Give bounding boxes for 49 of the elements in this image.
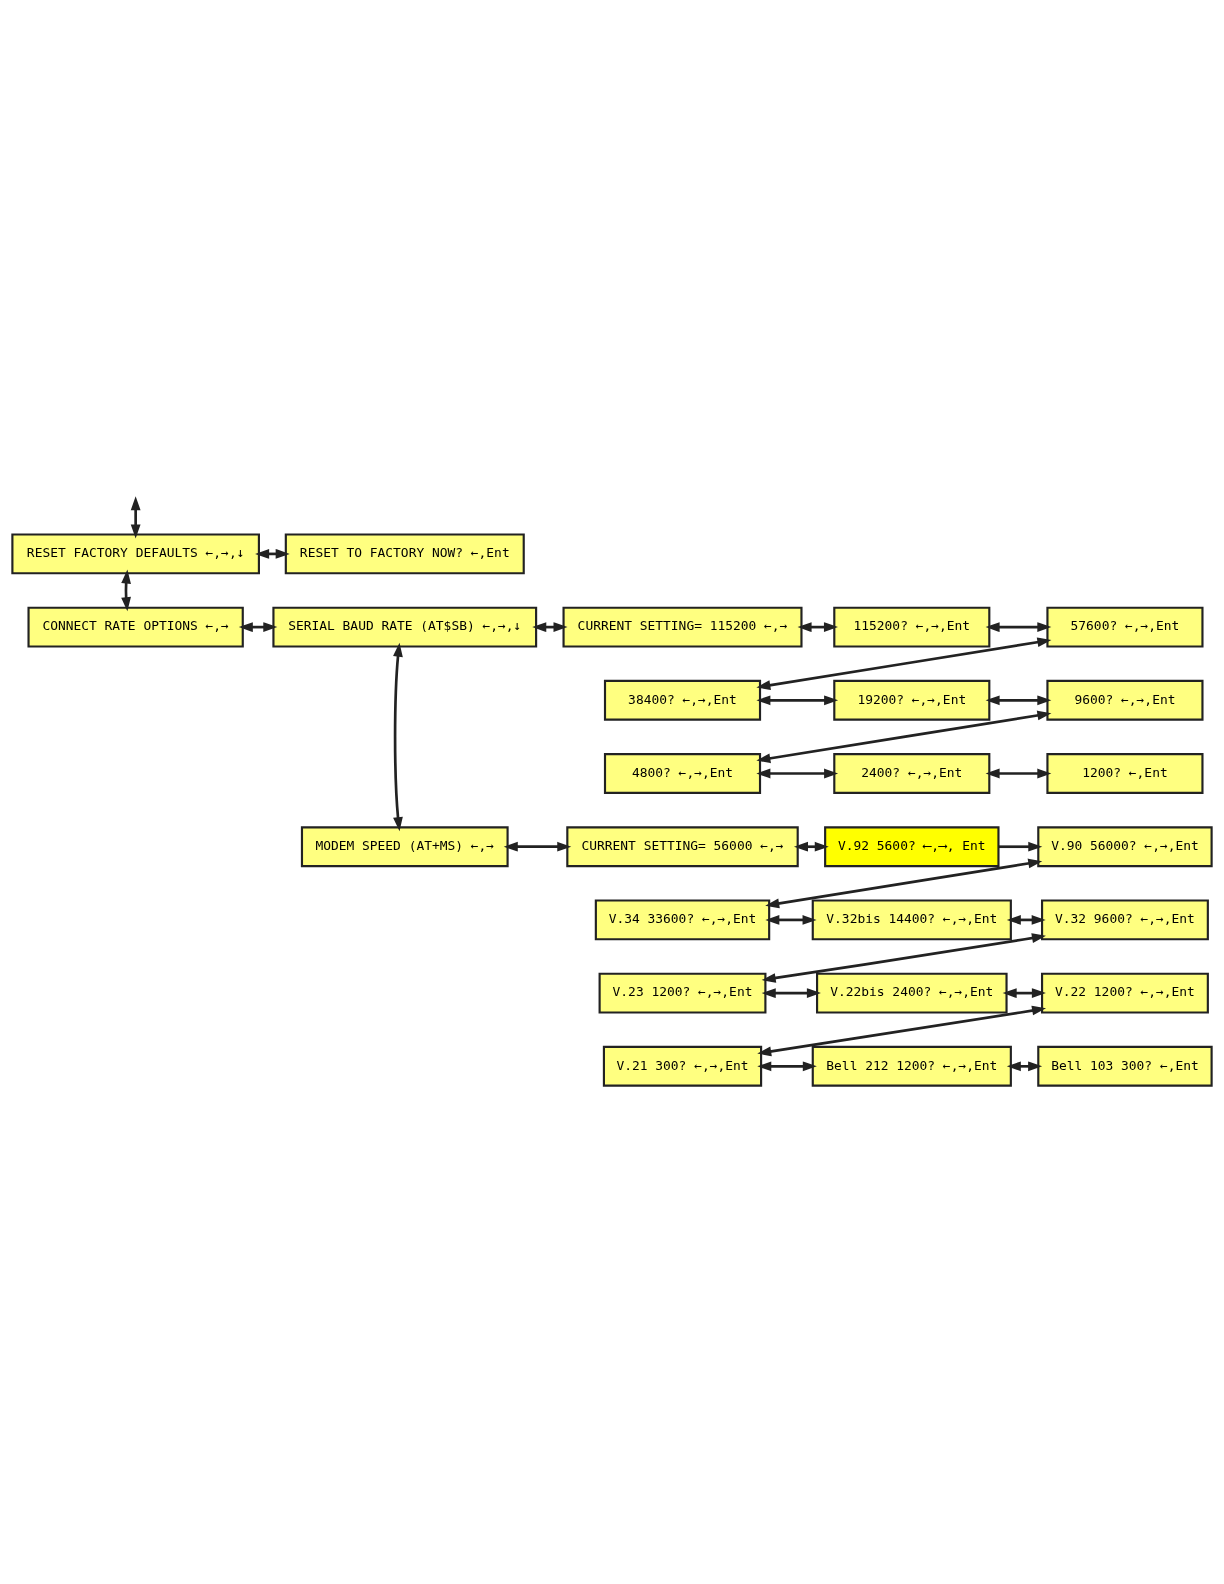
arrow <box>757 1060 817 1071</box>
node-box: V.34 33600? ←,→,Ent <box>594 898 771 940</box>
node-box: 1200? ←,Ent <box>1046 752 1204 794</box>
node-box: V.90 56000? ←,→,Ent <box>1037 825 1213 867</box>
node-box: CONNECT RATE OPTIONS ←,→ <box>27 606 244 648</box>
arrow <box>1006 914 1046 925</box>
node-box: V.92 5600? ⟵,⟶, Ent <box>824 825 1000 867</box>
arrow <box>756 694 839 705</box>
node-box: CURRENT SETTING= 115200 ←,→ <box>562 606 803 648</box>
node-box: V.32 9600? ←,→,Ent <box>1041 898 1209 940</box>
arrow <box>765 914 817 925</box>
node-box: CURRENT SETTING= 56000 ←,→ <box>566 825 799 867</box>
node-box: MODEM SPEED (AT+MS) ←,→ <box>300 825 509 867</box>
node-box: 115200? ←,→,Ent <box>833 606 991 648</box>
arrow <box>130 495 141 539</box>
arrow <box>998 841 1043 852</box>
node-box: 9600? ←,→,Ent <box>1046 679 1204 721</box>
arrow <box>985 694 1052 705</box>
arrow <box>756 636 1052 690</box>
node-box: 57600? ←,→,Ent <box>1046 606 1204 648</box>
arrow <box>985 621 1052 632</box>
arrow <box>797 621 838 632</box>
node-box: SERIAL BAUD RATE (AT$SB) ←,→,↓ <box>272 606 538 648</box>
arrow <box>756 710 1052 763</box>
node-box: 19200? ←,→,Ent <box>833 679 991 721</box>
arrow <box>757 1005 1047 1056</box>
arrow <box>503 841 572 852</box>
node-box: 38400? ←,→,Ent <box>603 679 762 721</box>
arrow <box>985 768 1052 778</box>
arrow <box>532 621 568 632</box>
node-box: V.22 1200? ←,→,Ent <box>1041 972 1209 1014</box>
node-box: V.22bis 2400? ←,→,Ent <box>816 972 1008 1014</box>
node-box: 2400? ←,→,Ent <box>833 752 991 794</box>
arrow <box>761 932 1046 983</box>
node-box: V.32bis 14400? ←,→,Ent <box>811 898 1012 940</box>
node-box: RESET FACTORY DEFAULTS ←,→,↓ <box>11 532 260 574</box>
arrow <box>765 858 1043 908</box>
arrow <box>761 987 821 998</box>
node-box: V.23 1200? ←,→,Ent <box>598 972 767 1014</box>
node-box: 4800? ←,→,Ent <box>603 752 762 794</box>
node-box: RESET TO FACTORY NOW? ←,Ent <box>284 532 525 574</box>
arrow <box>238 621 278 632</box>
node-box: V.21 300? ←,→,Ent <box>602 1045 763 1087</box>
arrow <box>255 548 290 559</box>
arrow <box>393 642 403 831</box>
arrow <box>1002 987 1046 998</box>
node-box: Bell 103 300? ←,Ent <box>1037 1045 1213 1087</box>
node-box: Bell 212 1200? ←,→,Ent <box>811 1045 1012 1087</box>
arrow <box>756 768 839 778</box>
